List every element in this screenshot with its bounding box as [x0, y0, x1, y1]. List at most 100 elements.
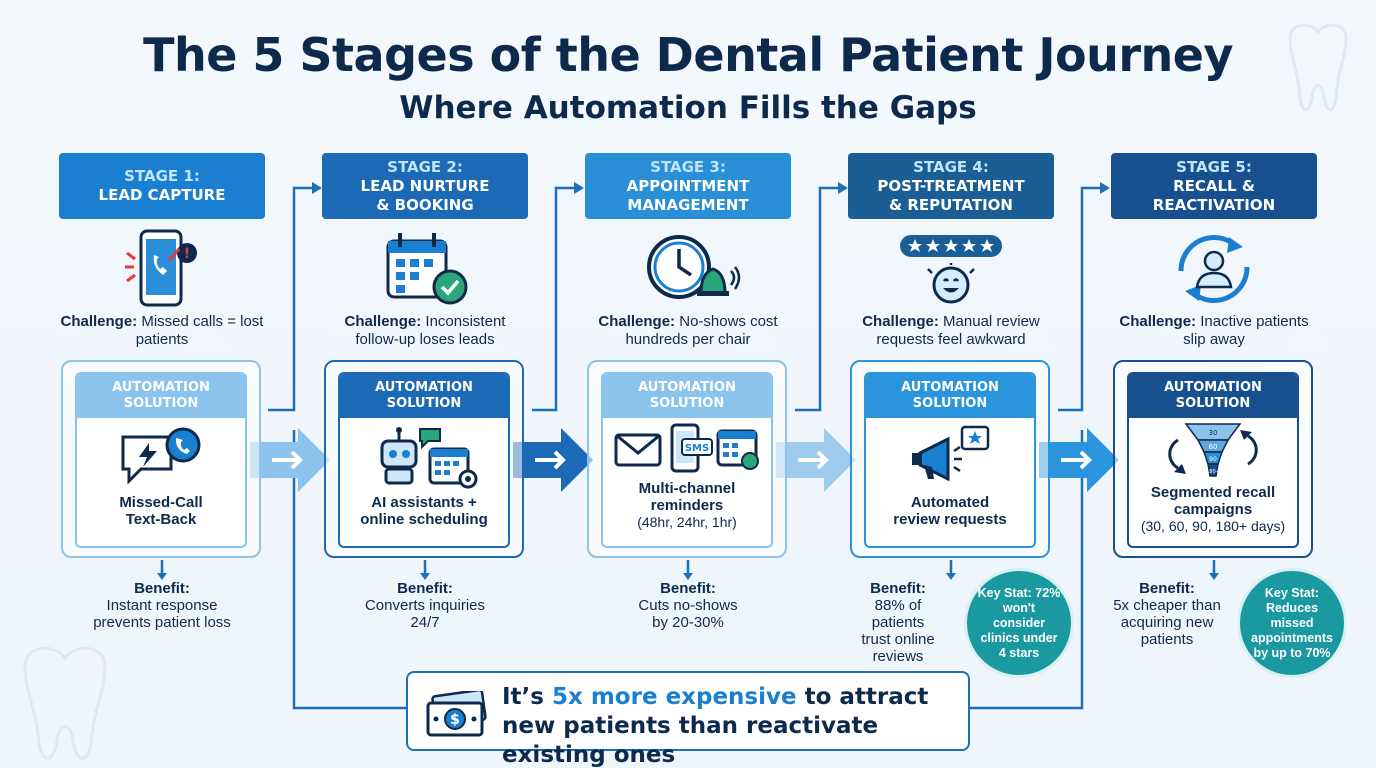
- challenge-text: Missed calls = lost patients: [135, 313, 264, 348]
- tooth-outline-icon: [1288, 23, 1348, 112]
- solution-icon-area: 30 60 90 180+: [1129, 418, 1297, 484]
- solution-card: AUTOMATION SOLUTION AI assistants +: [338, 372, 510, 548]
- solution-subtext: (30, 60, 90, 180+ days): [1140, 518, 1286, 534]
- stage-title-line2: REACTIVATION: [1152, 195, 1276, 214]
- stage-4: STAGE 4: POST-TREATMENT & REPUTATION Cha…: [848, 153, 1112, 678]
- benefit-label: Benefit:: [1139, 580, 1195, 597]
- challenge-text: No-shows cost hundreds per chair: [625, 313, 778, 348]
- money-bill-icon: $: [426, 691, 487, 737]
- challenge-text: Inactive patients slip away: [1183, 313, 1309, 348]
- stage-challenge: Challenge: Inconsistent follow-up loses …: [322, 313, 528, 349]
- stage-benefit: Benefit: Instant response prevents patie…: [59, 580, 265, 631]
- flow-arrow-2: [513, 428, 593, 492]
- five-star-smiley-icon: [900, 235, 1002, 304]
- solution-label-line1: AUTOMATION: [638, 380, 736, 395]
- flow-arrow-4: [1039, 428, 1119, 492]
- stage-benefit: Benefit: 88% of patients trust online re…: [848, 580, 948, 665]
- flow-arrow-1: [250, 428, 330, 492]
- stage-4-icon-area: [848, 229, 1054, 309]
- solution-header: AUTOMATION SOLUTION: [77, 374, 245, 418]
- benefit-line2: prevents patient loss: [93, 614, 231, 631]
- svg-text:$: $: [450, 712, 460, 728]
- stage-title-line2: & BOOKING: [376, 195, 474, 214]
- stage-5: STAGE 5: RECALL & REACTIVATION Challenge…: [1111, 153, 1375, 678]
- benefit-line2: trust online: [861, 631, 935, 648]
- solution-label-line2: SOLUTION: [649, 396, 725, 411]
- solution-header: AUTOMATION SOLUTION: [603, 374, 771, 418]
- stage-benefit: Benefit: Converts inquiries 24/7: [322, 580, 528, 631]
- stage-1-header: STAGE 1: LEAD CAPTURE: [59, 153, 265, 219]
- megaphone-star-icon: [912, 425, 990, 482]
- calendar-check-icon: [386, 233, 468, 305]
- solution-frame: AUTOMATION SOLUTION Automated review req…: [850, 360, 1050, 558]
- solution-icon-area: [77, 418, 245, 494]
- benefit-label: Benefit:: [397, 580, 453, 597]
- solution-text-line2: reminders: [650, 497, 724, 514]
- callout-highlight: 5x more expensive: [552, 684, 797, 710]
- benefit-line2: by 20-30%: [652, 614, 724, 631]
- stage-challenge: Challenge: Inactive patients slip away: [1111, 313, 1317, 349]
- solution-frame: AUTOMATION SOLUTION AI assistants +: [324, 360, 524, 558]
- stage-title-line1: RECALL &: [1173, 176, 1255, 195]
- key-stat-badge: Key Stat: Reduces missed appointments by…: [1237, 568, 1347, 678]
- benefit-line1: 5x cheaper than: [1113, 597, 1221, 614]
- stage-2: STAGE 2: LEAD NURTURE & BOOKING Challeng…: [322, 153, 586, 653]
- solution-card: AUTOMATION SOLUTION SMS Multi-channel: [601, 372, 773, 548]
- stage-2-icon-area: [322, 229, 528, 309]
- stage-number: STAGE 1:: [124, 167, 200, 185]
- solution-label-line2: SOLUTION: [123, 396, 199, 411]
- svg-text:!: !: [184, 246, 190, 262]
- benefit-label: Benefit:: [134, 580, 190, 597]
- benefit-line2: 24/7: [410, 614, 440, 631]
- solution-text-line1: Segmented recall: [1150, 484, 1276, 501]
- stage-1: STAGE 1: LEAD CAPTURE ! Challenge: Misse…: [59, 153, 323, 653]
- funnel-label-30: 30: [1209, 429, 1218, 437]
- stage-2-header: STAGE 2: LEAD NURTURE & BOOKING: [322, 153, 528, 219]
- challenge-label: Challenge:: [598, 313, 676, 330]
- challenge-label: Challenge:: [60, 313, 138, 330]
- chat-bubble-lightning-icon: [121, 427, 201, 485]
- benefit-line1: Cuts no-shows: [638, 597, 738, 614]
- stage-title-line1: LEAD NURTURE: [360, 176, 490, 195]
- stage-challenge: Challenge: Manual review requests feel a…: [848, 313, 1054, 349]
- benefit-line1: Instant response: [106, 597, 218, 614]
- stage-number: STAGE 3:: [650, 157, 726, 176]
- stage-3-header: STAGE 3: APPOINTMENT MANAGEMENT: [585, 153, 791, 219]
- stage-3-icon-area: [585, 229, 791, 309]
- solution-text-line2: online scheduling: [360, 511, 488, 528]
- svg-text:SMS: SMS: [685, 443, 709, 454]
- solution-label-line1: AUTOMATION: [112, 380, 210, 395]
- solution-subtext: (48hr, 24hr, 1hr): [637, 514, 737, 530]
- stage-challenge: Challenge: No-shows cost hundreds per ch…: [585, 313, 791, 349]
- callout-pre: It’s: [502, 684, 552, 710]
- solution-header: AUTOMATION SOLUTION: [1129, 374, 1297, 418]
- solution-text-line1: Multi-channel: [638, 480, 736, 497]
- key-stat-badge: Key Stat: 72% won't consider clinics und…: [964, 568, 1074, 678]
- robot-calendar-icon: [380, 427, 478, 489]
- stage-challenge: Challenge: Missed calls = lost patients: [59, 313, 265, 349]
- stage-title-line1: POST-TREATMENT: [877, 176, 1025, 195]
- benefit-line1: Converts inquiries: [364, 597, 486, 614]
- stage-number: STAGE 2:: [387, 157, 463, 176]
- stage-title-line2: & REPUTATION: [889, 195, 1013, 214]
- page-title: The 5 Stages of the Dental Patient Journ…: [143, 28, 1233, 82]
- solution-text-line1: Automated: [910, 494, 990, 511]
- solution-frame: AUTOMATION SOLUTION 30 60 90 180+: [1113, 360, 1313, 558]
- stage-5-icon-area: [1111, 229, 1317, 309]
- challenge-label: Challenge:: [1119, 313, 1197, 330]
- solution-label-line2: SOLUTION: [386, 396, 462, 411]
- email-sms-calendar-icon: SMS: [614, 423, 759, 473]
- solution-label-line1: AUTOMATION: [375, 380, 473, 395]
- flow-arrow-3: [776, 428, 856, 492]
- tooth-outline-icon: [23, 646, 107, 760]
- page-subtitle: Where Automation Fills the Gaps: [399, 90, 977, 126]
- funnel-label-60: 60: [1209, 443, 1218, 451]
- stage-title: LEAD CAPTURE: [98, 186, 226, 204]
- solution-label-line1: AUTOMATION: [901, 380, 999, 395]
- stage-4-header: STAGE 4: POST-TREATMENT & REPUTATION: [848, 153, 1054, 219]
- stage-title-line2: MANAGEMENT: [627, 195, 749, 214]
- challenge-label: Challenge:: [344, 313, 422, 330]
- solution-text-line2: review requests: [893, 511, 1007, 528]
- bottom-callout-text: It’s 5x more expensive to attract new pa…: [502, 683, 962, 768]
- solution-header: AUTOMATION SOLUTION: [340, 374, 508, 418]
